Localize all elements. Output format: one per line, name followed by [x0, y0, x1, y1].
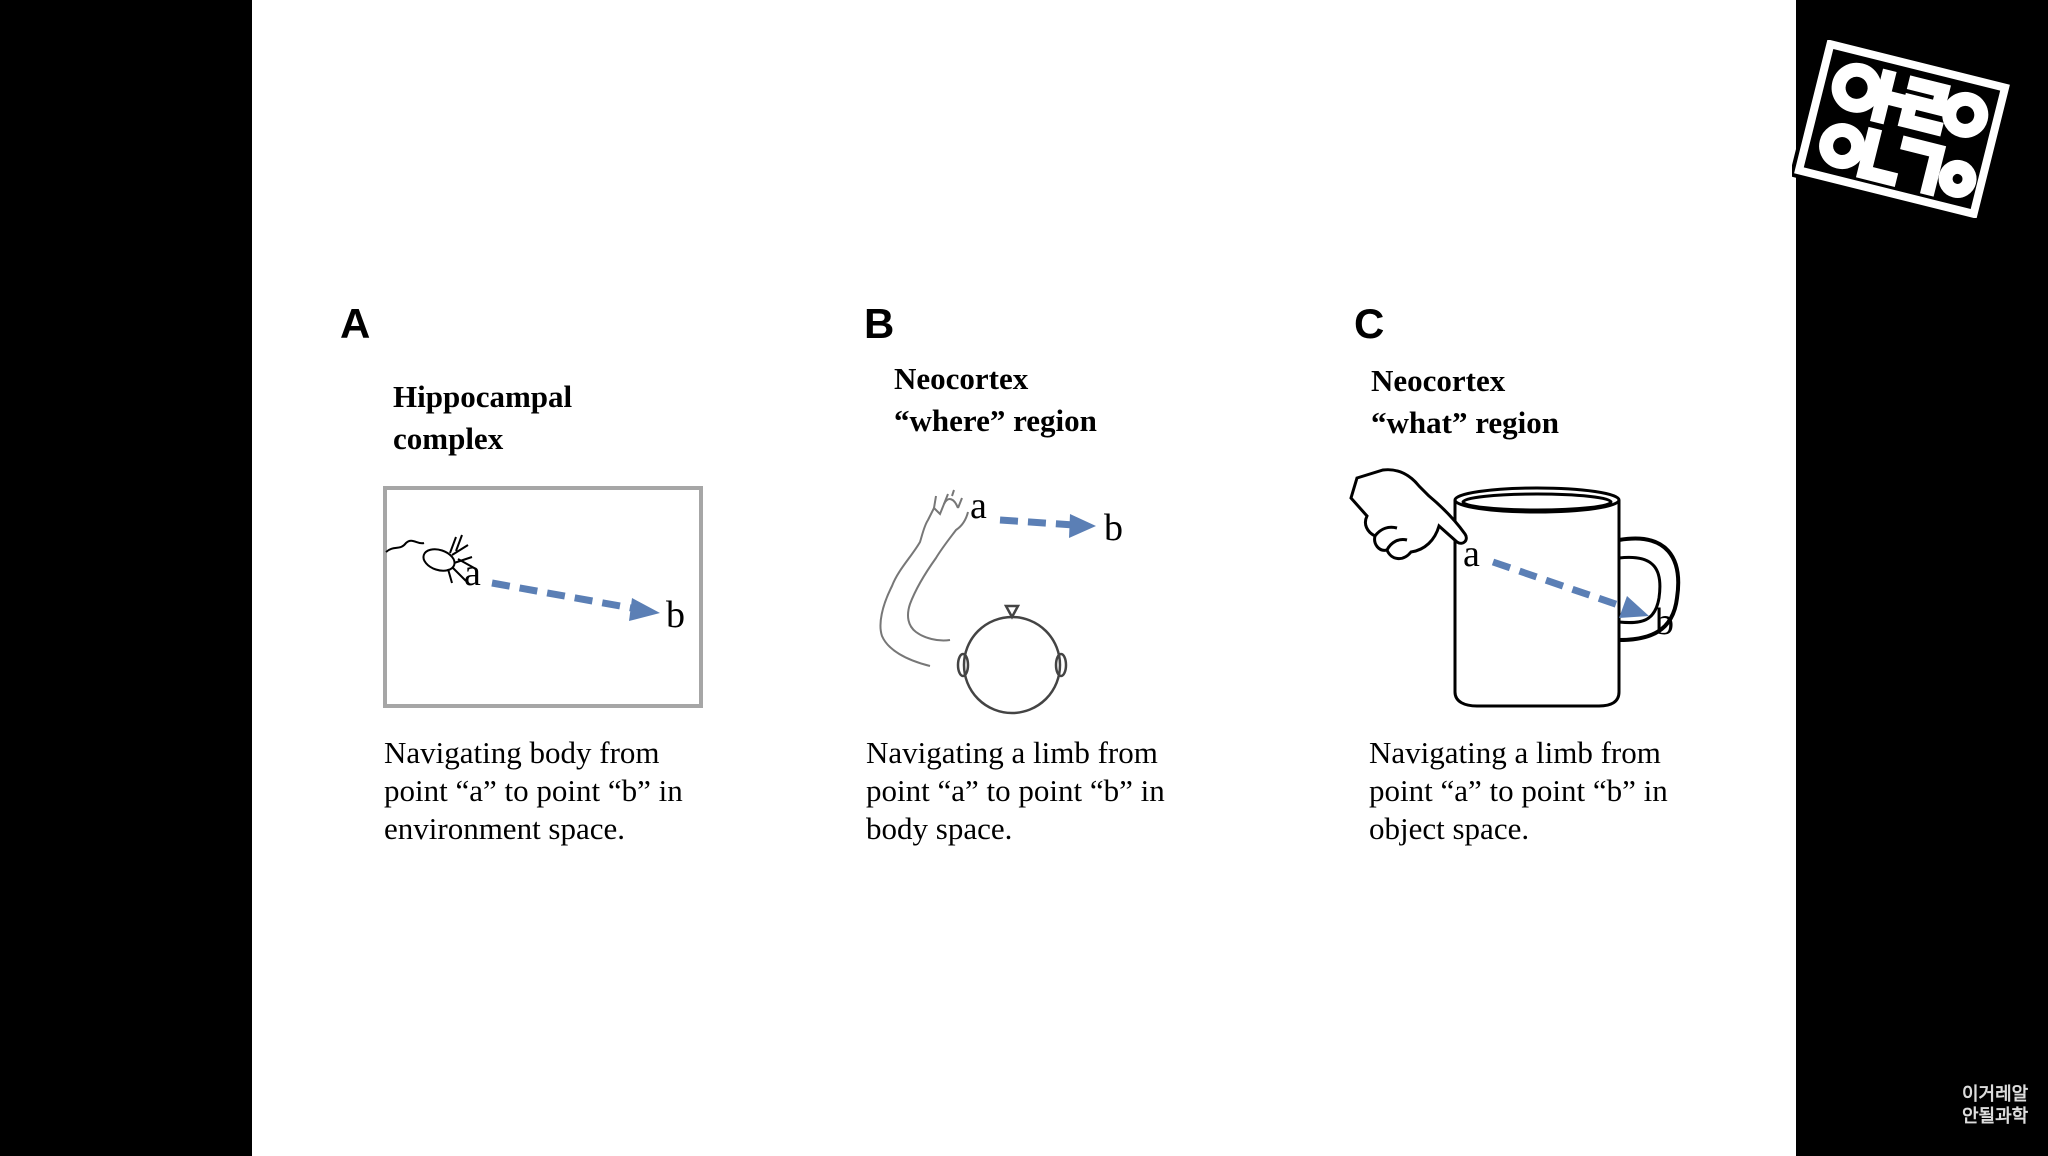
panel-a-caption-line-1: Navigating body from	[384, 735, 660, 770]
channel-logo-icon	[1789, 34, 2015, 224]
panel-c-caption-line-1: Navigating a limb from	[1369, 735, 1661, 770]
panel-a-title-line-2: complex	[393, 421, 504, 456]
watermark-line-2: 안될과학	[1962, 1106, 2029, 1127]
panel-a-arrowhead	[629, 598, 660, 621]
panel-b-caption-line-1: Navigating a limb from	[866, 735, 1158, 770]
mug-icon	[1453, 486, 1681, 708]
panel-a-point-a: a	[464, 552, 481, 594]
panel-b-point-a: a	[970, 485, 987, 527]
panel-b-point-b: b	[1104, 507, 1123, 549]
panel-a-title: Hippocampal complex	[393, 376, 572, 460]
slide: A Hippocampal complex a b Navigating bod…	[252, 0, 1796, 1156]
panel-b-caption: Navigating a limb from point “a” to poin…	[866, 734, 1165, 848]
panel-c-arrow	[1491, 558, 1629, 612]
panel-c-title-line-2: “what” region	[1371, 405, 1560, 440]
panel-b-caption-line-2: point “a” to point “b” in	[866, 773, 1165, 808]
channel-logo	[1789, 34, 2015, 224]
panel-c-point-a: a	[1463, 533, 1480, 575]
panel-a-caption-line-2: point “a” to point “b” in	[384, 773, 683, 808]
channel-watermark: 이거레알 안될과학	[1962, 1084, 2028, 1128]
pointing-hand-icon	[1349, 468, 1468, 560]
watermark-line-1: 이거레알	[1962, 1084, 2029, 1105]
panel-c-arrowhead	[1619, 596, 1649, 618]
panel-c-caption: Navigating a limb from point “a” to poin…	[1369, 734, 1668, 848]
panel-c-title: Neocortex “what” region	[1371, 360, 1559, 444]
panel-a-caption: Navigating body from point “a” to point …	[384, 734, 683, 848]
head-icon	[956, 604, 1068, 715]
panel-b-arrow	[999, 516, 1075, 529]
environment-frame	[383, 486, 703, 708]
panel-b-title-line-2: “where” region	[894, 403, 1097, 438]
panel-c-point-b: b	[1655, 601, 1674, 643]
rat-icon	[385, 534, 477, 584]
panel-b-arrowhead	[1069, 514, 1096, 538]
panel-b-caption-line-3: body space.	[866, 811, 1013, 846]
panel-a-point-b: b	[666, 594, 685, 636]
panel-b-figure: a b	[879, 485, 1123, 715]
panel-a-title-line-1: Hippocampal	[393, 379, 573, 414]
panel-c-caption-line-3: object space.	[1369, 811, 1530, 846]
arm-icon	[879, 489, 969, 667]
panel-c-letter: C	[1354, 300, 1385, 347]
panel-c-figure: a b	[1349, 468, 1681, 708]
panel-a-letter: A	[340, 300, 371, 347]
panel-b-letter: B	[864, 300, 895, 347]
panel-a-arrow	[491, 579, 638, 613]
panel-b-title-line-1: Neocortex	[894, 361, 1029, 396]
panel-b-title: Neocortex “where” region	[894, 358, 1097, 442]
panel-a-caption-line-3: environment space.	[384, 811, 626, 846]
panel-a-figure: a b	[383, 486, 703, 708]
panel-c-caption-line-2: point “a” to point “b” in	[1369, 773, 1668, 808]
panel-c-title-line-1: Neocortex	[1371, 363, 1506, 398]
